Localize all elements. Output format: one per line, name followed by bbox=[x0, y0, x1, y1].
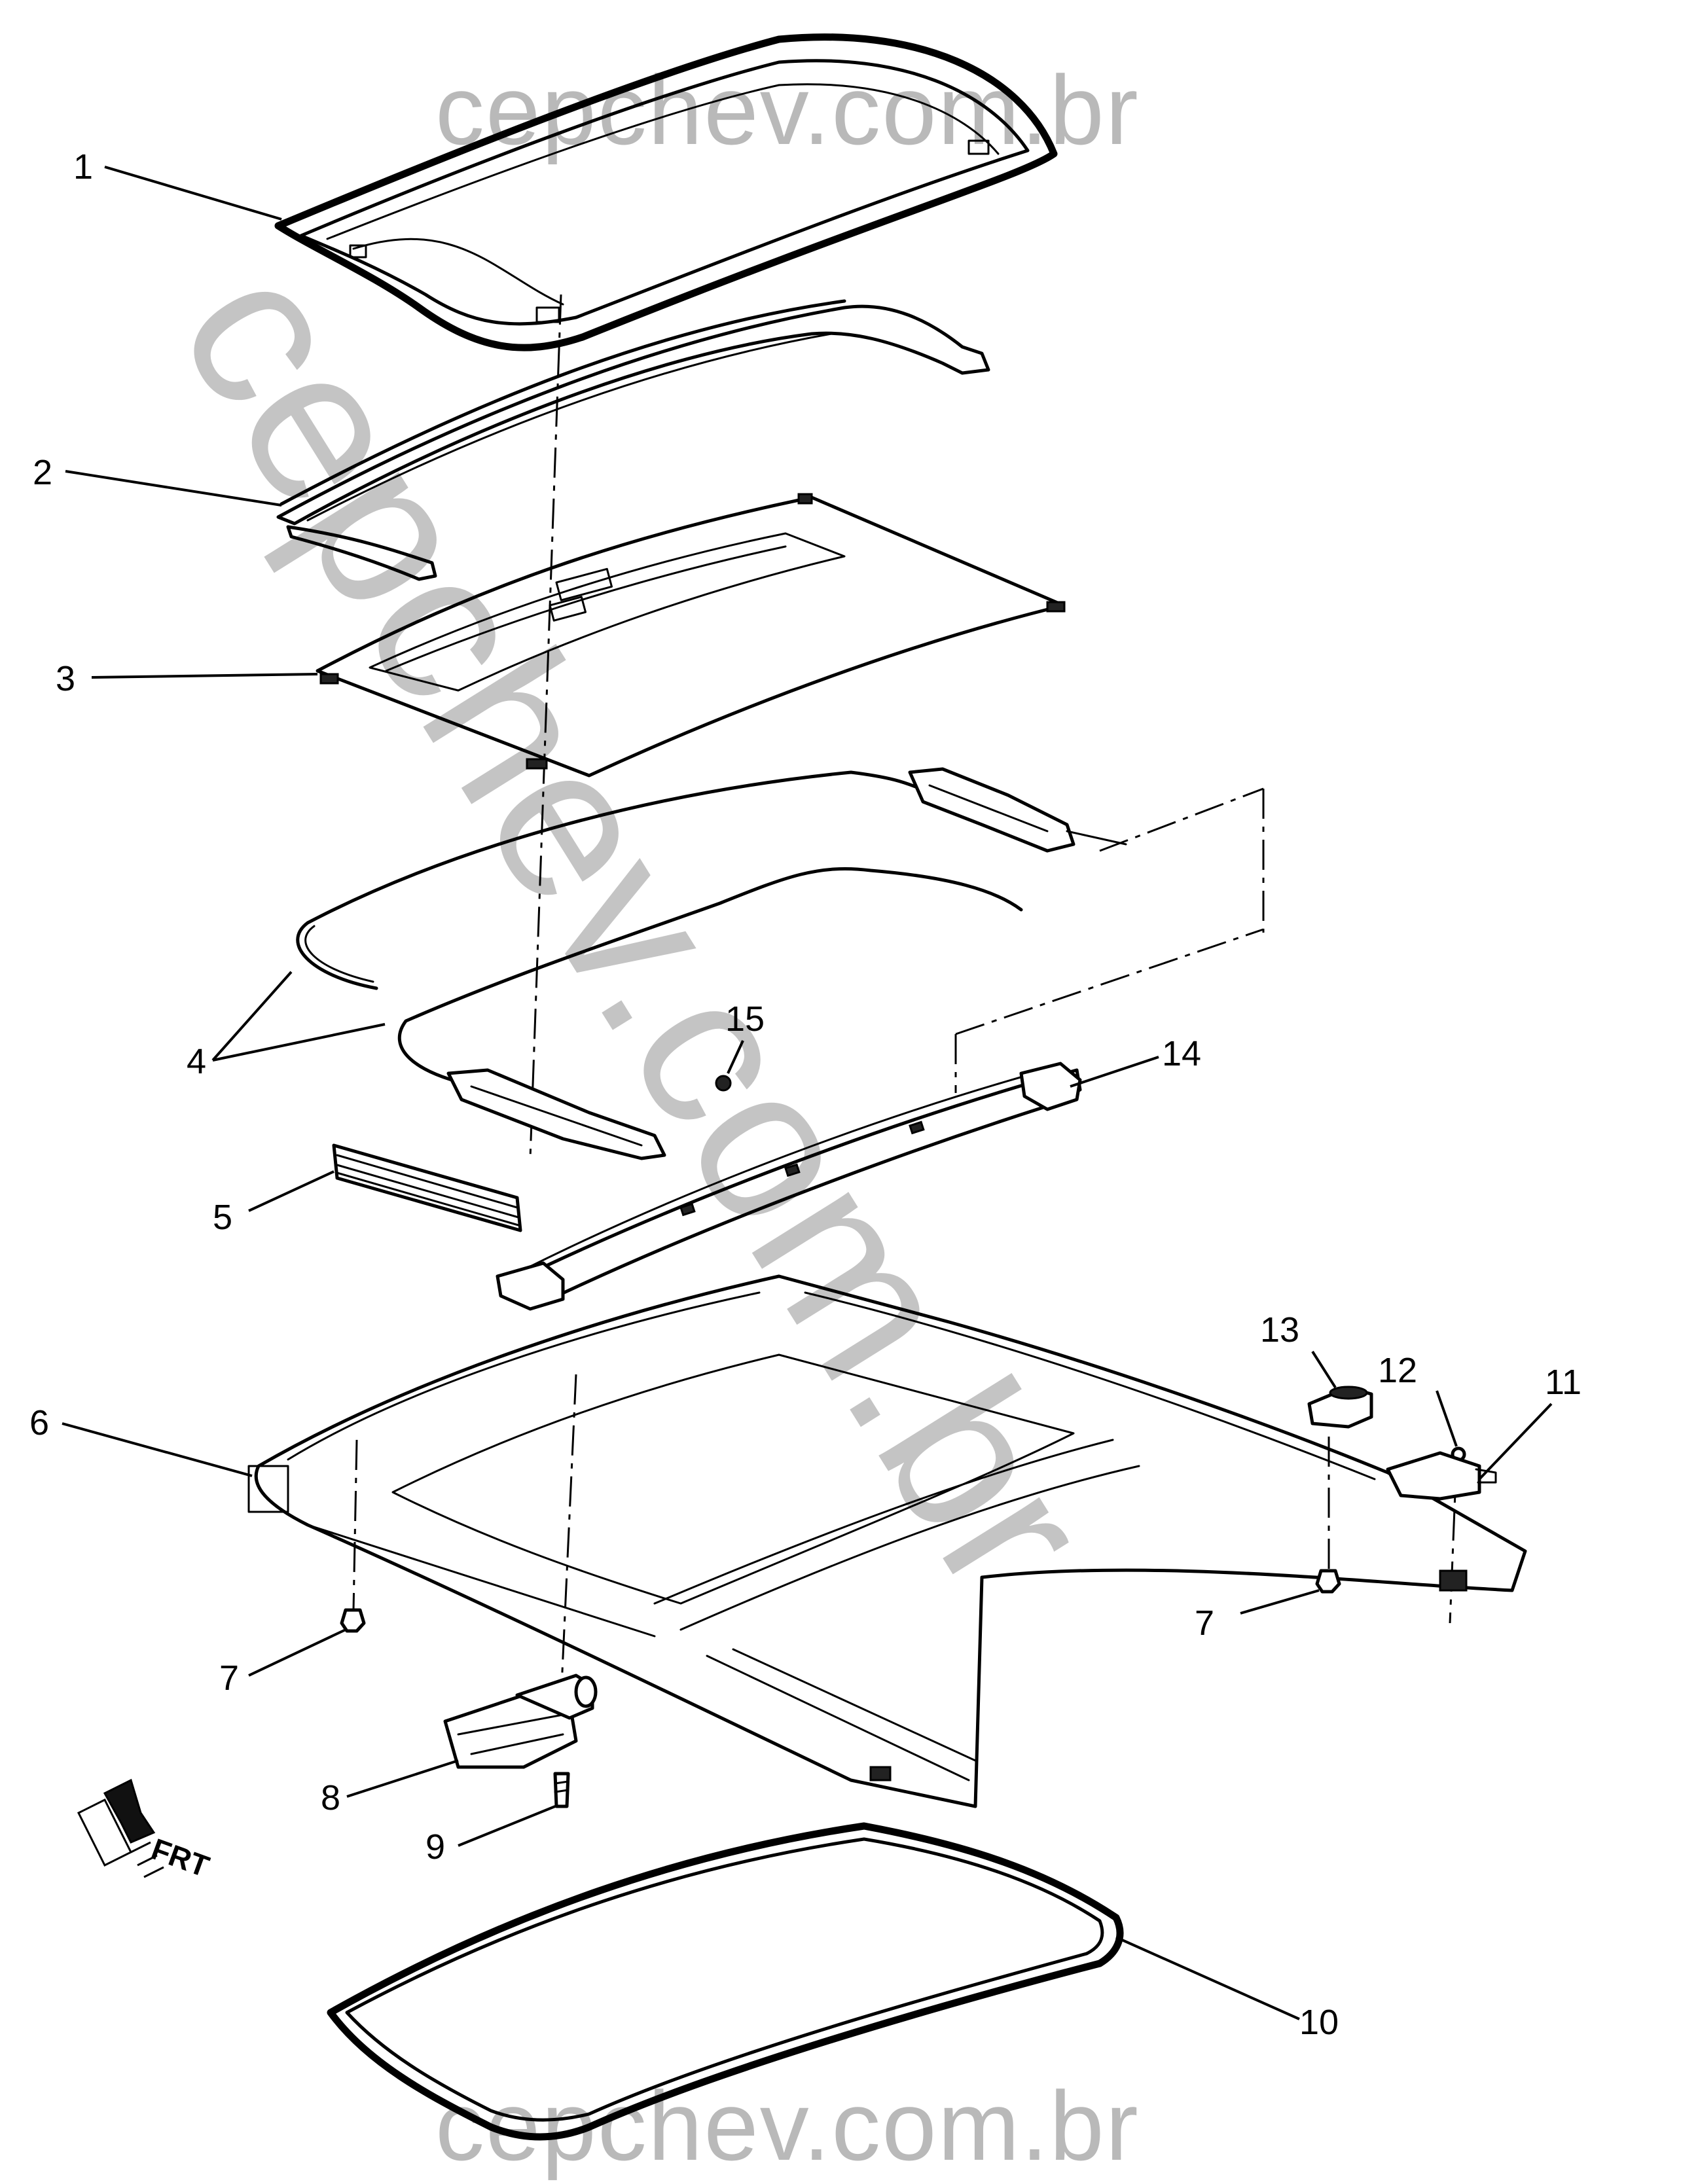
front-direction-arrow-icon bbox=[77, 1778, 164, 1878]
watermark-top: cepchev.com.br bbox=[435, 55, 1140, 165]
callout-8: 8 bbox=[321, 1778, 340, 1817]
watermark-diagonal: cepchev.com.br bbox=[134, 224, 1139, 1632]
callout-14: 14 bbox=[1162, 1034, 1201, 1073]
callout-7-right: 7 bbox=[1195, 1603, 1214, 1643]
part-8-motor bbox=[443, 1674, 598, 1769]
callout-13: 13 bbox=[1260, 1310, 1299, 1350]
part-1-frame bbox=[274, 33, 1058, 351]
part-13-bracket bbox=[1307, 1386, 1373, 1429]
callout-5: 5 bbox=[213, 1198, 232, 1237]
part-2-rail bbox=[276, 299, 990, 581]
front-direction-label: FRT bbox=[147, 1832, 214, 1884]
watermark-bottom: cepchev.com.br bbox=[435, 2071, 1140, 2181]
part-9-screw bbox=[553, 1772, 570, 1808]
leader-lines bbox=[62, 166, 1553, 2020]
part-7-bolt-left bbox=[340, 1608, 366, 1633]
callout-1: 1 bbox=[73, 147, 93, 187]
callout-12: 12 bbox=[1378, 1351, 1417, 1390]
callout-2: 2 bbox=[33, 453, 52, 492]
part-5-seal-strip bbox=[332, 1143, 522, 1232]
callout-6: 6 bbox=[29, 1403, 49, 1442]
callout-11: 11 bbox=[1545, 1363, 1582, 1402]
part-4-drive-cables bbox=[296, 767, 1127, 1160]
part-11-bracket bbox=[1386, 1451, 1497, 1501]
part-10-glass-seal bbox=[327, 1822, 1124, 2141]
callout-7-left: 7 bbox=[219, 1658, 239, 1698]
part-6-housing bbox=[247, 1274, 1527, 1808]
part-3-sunshade bbox=[316, 493, 1066, 778]
callout-3: 3 bbox=[56, 659, 75, 698]
callout-15: 15 bbox=[725, 999, 765, 1039]
callout-10: 10 bbox=[1299, 2003, 1339, 2042]
part-7-bolt-right bbox=[1315, 1569, 1341, 1594]
callout-9: 9 bbox=[425, 1827, 445, 1867]
part-14-front-rail bbox=[496, 1062, 1082, 1311]
callout-4: 4 bbox=[187, 1042, 206, 1081]
alignment-lines bbox=[352, 294, 1458, 1728]
